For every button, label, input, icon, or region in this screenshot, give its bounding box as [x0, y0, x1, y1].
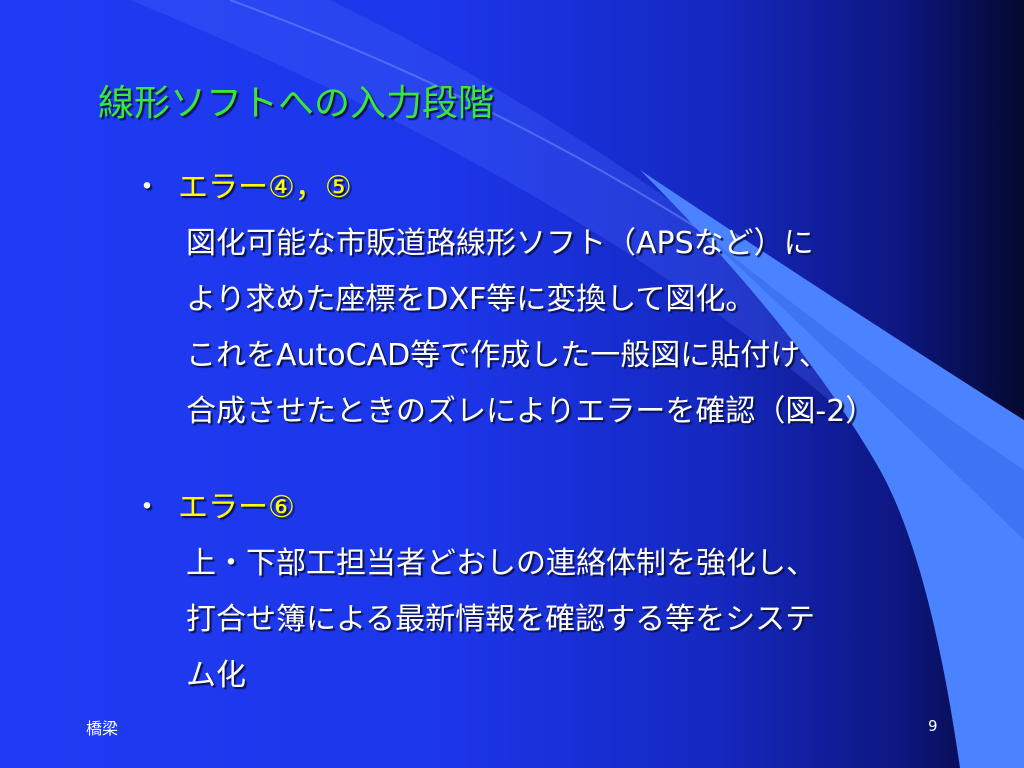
- bullet-heading-row: ・ エラー④，⑤: [132, 168, 875, 218]
- bullet-heading: エラー④，⑤: [178, 170, 352, 205]
- bullet-marker: ・: [132, 170, 162, 205]
- page-number: 9: [928, 717, 938, 735]
- bullet-body-line: ム化: [186, 658, 246, 693]
- bullet-body: 上・下部工担当者どおしの連絡体制を強化し、 打合せ簿による最新情報を確認する等を…: [186, 538, 816, 706]
- bullet-section-error-4-5: ・ エラー④，⑤ 図化可能な市販道路線形ソフト（APSなど）に より求めた座標を…: [132, 168, 875, 442]
- bullet-body-line: 上・下部工担当者どおしの連絡体制を強化し、: [186, 546, 816, 581]
- bullet-heading: エラー⑥: [178, 490, 295, 525]
- bullet-body-line: これをAutoCAD等で作成した一般図に貼付け、: [186, 338, 829, 373]
- bullet-body-line: より求めた座標をDXF等に変換して図化。: [186, 282, 756, 317]
- bullet-body: 図化可能な市販道路線形ソフト（APSなど）に より求めた座標をDXF等に変換して…: [186, 218, 875, 442]
- bullet-body-line: 合成させたときのズレによりエラーを確認（図-2）: [186, 394, 876, 429]
- bullet-heading-row: ・ エラー⑥: [132, 488, 816, 538]
- bullet-section-error-6: ・ エラー⑥ 上・下部工担当者どおしの連絡体制を強化し、 打合せ簿による最新情報…: [132, 488, 816, 706]
- bullet-marker: ・: [132, 490, 162, 525]
- bullet-body-line: 打合せ簿による最新情報を確認する等をシステ: [186, 602, 816, 637]
- background-accent-wedge: [640, 170, 1024, 768]
- bullet-body-line: 図化可能な市販道路線形ソフト（APSなど）に: [186, 226, 814, 261]
- slide-title: 線形ソフトへの入力段階: [98, 83, 495, 124]
- footer-label: 橋梁: [86, 719, 119, 738]
